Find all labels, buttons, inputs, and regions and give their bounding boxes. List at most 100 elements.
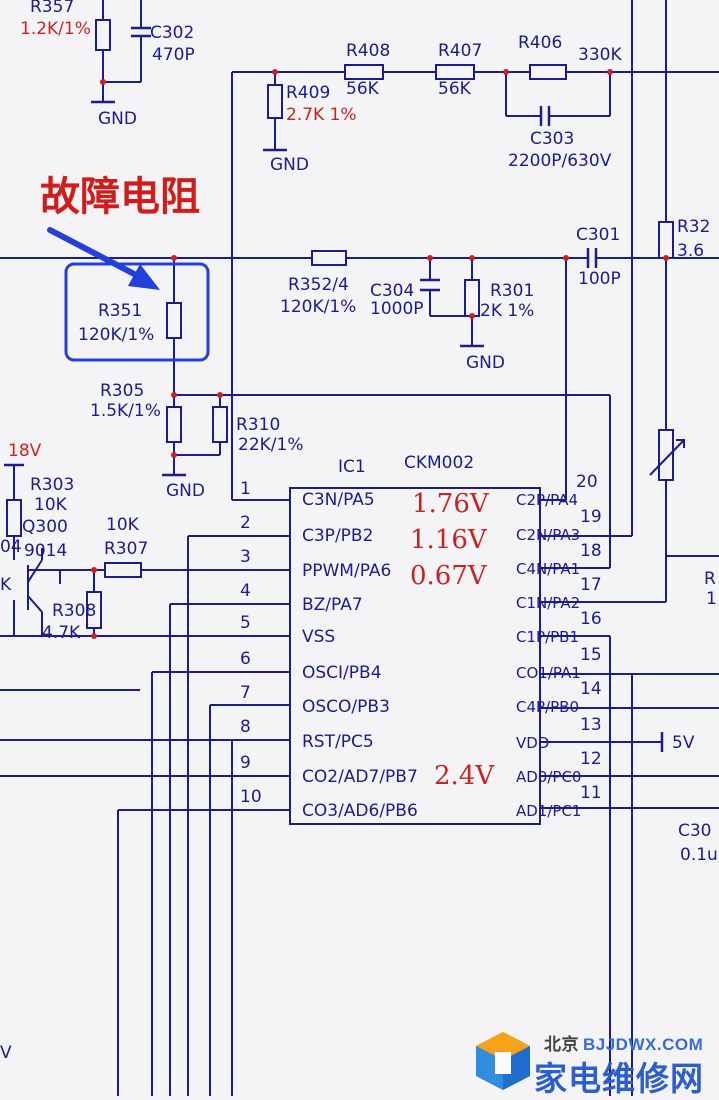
c301-value: 100P: [578, 269, 621, 289]
pin-num: 16: [580, 609, 602, 629]
fault-resistor-label: 故障电阻: [40, 173, 200, 220]
watermark-site-name: 家电维修网: [534, 1059, 704, 1098]
pin-name: C2P/PA4: [516, 491, 578, 509]
pot-body: [658, 429, 674, 481]
pin-name: C3P/PB2: [302, 526, 373, 546]
r357-label: R357: [30, 0, 74, 17]
r357-body: [95, 19, 111, 51]
pin-name: C4N/PA1: [516, 560, 580, 578]
r303-label: R303: [30, 475, 74, 495]
r408-body: [344, 64, 384, 80]
pin-num: 1: [240, 479, 251, 499]
r352-value: 120K/1%: [280, 297, 356, 317]
v5-label: 5V: [672, 733, 695, 753]
r303-body: [6, 499, 22, 537]
r406-body: [529, 64, 567, 80]
r307-body: [104, 562, 142, 578]
gnd-2: GND: [270, 155, 309, 175]
pin-name: CO3/AD6/PB6: [302, 801, 418, 821]
r305-label: R305: [100, 381, 144, 401]
r310-value: 22K/1%: [238, 435, 303, 455]
r406-label: R406: [518, 33, 562, 53]
measurement-pin1: 1.76V: [412, 489, 490, 519]
r409-label: R409: [286, 83, 330, 103]
pin-name: BZ/PA7: [302, 595, 363, 615]
r32x-body: [658, 221, 674, 259]
pin-name: VDD: [516, 734, 549, 752]
r351-label: R351: [98, 301, 142, 321]
fault-highlight-box: [64, 262, 210, 362]
c303-value: 2200P/630V: [508, 151, 612, 171]
r357-value: 1.2K/1%: [20, 19, 91, 39]
pin-name: CO1/PA1: [516, 664, 581, 682]
ic-right-pins: C2P/PA4 20 C2N/PA3 19 C4N/PA1 18 C1N/PA2…: [516, 472, 602, 820]
r407-value: 56K: [438, 79, 472, 99]
r307-value: 10K: [106, 515, 140, 535]
gnd-3: GND: [466, 353, 505, 373]
pot-arrow: [649, 439, 685, 476]
pin-name: OSCI/PB4: [302, 663, 382, 683]
pin-num: 14: [580, 679, 602, 699]
pin-num: 12: [580, 749, 602, 769]
watermark-domain: BJJDWX.COM: [583, 1035, 704, 1054]
r308-label: R308: [52, 601, 96, 621]
measurement-pin2: 1.16V: [410, 525, 488, 555]
pin-num: 2: [240, 513, 251, 533]
pin-num: 3: [240, 547, 251, 567]
gnd-1: GND: [98, 109, 137, 129]
pin-num: 18: [580, 541, 602, 561]
ic-body: [289, 487, 541, 825]
edge-1: 1: [706, 589, 717, 609]
pin-name: C3N/PA5: [302, 490, 375, 510]
pin-name: C4P/PB0: [516, 698, 579, 716]
r308-body: [86, 591, 102, 629]
gnd-4: GND: [166, 481, 205, 501]
ground-symbols: [4, 100, 664, 752]
watermark-city: 北京: [544, 1035, 579, 1054]
r307-label: R307: [104, 539, 148, 559]
r310-body: [212, 406, 228, 443]
components: [6, 19, 674, 629]
c304-value: 1000P: [370, 299, 424, 319]
r301-label: R301: [490, 281, 534, 301]
fault-arrow: [47, 227, 160, 290]
edge-r: R: [704, 569, 716, 589]
pin-num: 15: [580, 645, 602, 665]
pin-name: CO2/AD7/PB7: [302, 767, 418, 787]
r308-value: 4.7K: [42, 623, 81, 643]
measurement-pin3: 0.67V: [410, 561, 488, 591]
ic-part: CKM002: [404, 453, 474, 473]
r301-body: [464, 279, 480, 317]
r32x-label: R32: [677, 217, 710, 237]
edge-k: K: [0, 575, 12, 595]
pin-name: RST/PC5: [302, 732, 374, 752]
pin-name: C1N/PA2: [516, 594, 580, 612]
q300-value: 9014: [24, 541, 67, 561]
c301-label: C301: [576, 225, 620, 245]
pin-num: 8: [240, 717, 251, 737]
pin-name: C2N/PA3: [516, 526, 580, 544]
edge-04: 04: [0, 537, 22, 557]
r351-body: [166, 302, 182, 339]
measurement-pin9: 2.4V: [434, 761, 495, 791]
v18-label: 18V: [8, 441, 42, 461]
c30x-value: 0.1u: [680, 845, 718, 865]
r407-body: [435, 64, 475, 80]
c302-value: 470P: [152, 45, 195, 65]
pin-num: 11: [580, 783, 602, 803]
r303-value: 10K: [34, 495, 68, 515]
r305-body: [166, 406, 182, 443]
q300-label: Q300: [22, 517, 68, 537]
pin-num: 5: [240, 613, 251, 633]
pin-name: PPWM/PA6: [302, 561, 391, 581]
r406-value: 330K: [578, 45, 622, 65]
edge-v: V: [0, 1043, 12, 1063]
r352-label: R352/4: [288, 275, 349, 295]
r301-value: 2K 1%: [480, 301, 534, 321]
pin-num: 7: [240, 683, 251, 703]
watermark-logo-icon: [476, 1032, 530, 1090]
r408-value: 56K: [346, 79, 380, 99]
r408-label: R408: [346, 41, 390, 61]
